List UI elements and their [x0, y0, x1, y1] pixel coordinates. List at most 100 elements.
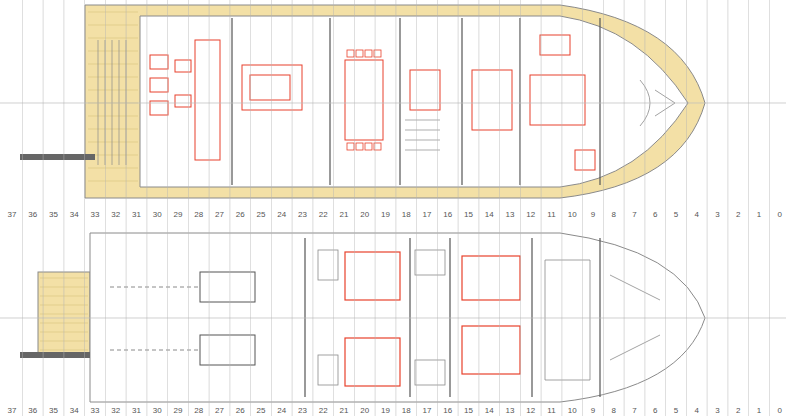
frame-number: 3: [714, 210, 720, 219]
teak-line: [88, 90, 138, 91]
frame-number-holder: 7: [631, 399, 637, 416]
frame-number: 34: [69, 406, 80, 415]
frame-number: 11: [546, 210, 556, 219]
frame-number: 21: [339, 210, 350, 219]
frame-number: 24: [276, 210, 287, 219]
teak-line: [88, 116, 138, 117]
frame-line: [499, 0, 500, 416]
frame-number: 26: [235, 210, 246, 219]
bulkhead: [399, 18, 400, 185]
frame-number-holder: 32: [110, 203, 121, 221]
frame-number-holder: 6: [652, 203, 658, 221]
frame-line: [686, 0, 687, 416]
frame-number: 4: [694, 210, 700, 219]
frame-line: [312, 0, 313, 416]
teak-line: [88, 155, 138, 156]
frame-number: 8: [611, 210, 617, 219]
frame-number-holder: 1: [756, 203, 762, 221]
frame-number: 4: [694, 406, 700, 415]
frame-line: [43, 0, 44, 416]
frame-number-holder: 30: [152, 203, 163, 221]
frame-number-holder: 20: [359, 399, 370, 416]
frame-number: 28: [193, 406, 204, 415]
frame-number-holder: 36: [27, 399, 38, 416]
furniture: [150, 78, 168, 92]
frame-number: 1: [756, 210, 762, 219]
frame-number-holder: 23: [297, 203, 308, 221]
frame-number-holder: 18: [401, 203, 412, 221]
shaft-line: [110, 287, 200, 350]
frame-line: [603, 0, 604, 416]
frame-number: 37: [7, 406, 18, 415]
hull-outline: [85, 5, 705, 198]
frame-number: 14: [484, 406, 495, 415]
frame-number-holder: 2: [735, 399, 741, 416]
bathroom: [415, 250, 445, 275]
frame-number-holder: 10: [567, 203, 578, 221]
frame-number-holder: 11: [546, 399, 556, 416]
frame-number: 9: [590, 210, 596, 219]
dining-chair: [347, 143, 354, 150]
frame-line: [769, 0, 770, 416]
frame-number: 20: [359, 210, 370, 219]
frame-number-holder: 18: [401, 399, 412, 416]
furniture: [195, 40, 220, 160]
frame-number-holder: 17: [422, 399, 433, 416]
frame-line: [707, 0, 708, 416]
frame-number: 11: [546, 406, 556, 415]
furniture: [472, 70, 512, 130]
frame-number: 10: [567, 210, 578, 219]
frame-number-holder: 33: [90, 203, 101, 221]
frame-number-holder: 12: [525, 399, 536, 416]
frame-number-holder: 4: [694, 399, 700, 416]
frame-number: 0: [777, 406, 783, 415]
frame-number-holder: 1: [756, 399, 762, 416]
frame-number-holder: 34: [69, 203, 80, 221]
frame-number: 26: [235, 406, 246, 415]
frame-line: [146, 0, 147, 416]
frame-number: 9: [590, 406, 596, 415]
engine: [200, 272, 255, 302]
furniture: [530, 75, 585, 125]
frame-number: 5: [673, 406, 679, 415]
frame-number: 18: [401, 406, 412, 415]
frame-number-holder: 14: [484, 399, 495, 416]
frame-number: 31: [131, 210, 142, 219]
teak-line: [88, 64, 138, 65]
frame-number-holder: 21: [339, 399, 350, 416]
frame-number: 22: [318, 210, 329, 219]
frame-number: 18: [401, 210, 412, 219]
frame-number: 16: [442, 406, 453, 415]
frame-number: 2: [735, 210, 741, 219]
centerline: [0, 103, 786, 104]
frame-number: 37: [7, 210, 18, 219]
teak-line: [88, 181, 138, 182]
hull-outline: [90, 233, 705, 402]
frame-number: 36: [27, 210, 38, 219]
frame-number: 32: [110, 406, 121, 415]
teak-line: [88, 129, 138, 130]
bathroom: [318, 250, 338, 280]
frame-number: 5: [673, 210, 679, 219]
dining-chair: [347, 50, 354, 57]
frame-line: [333, 0, 334, 416]
frame-number-holder: 22: [318, 203, 329, 221]
frame-line: [727, 0, 728, 416]
frame-number-holder: 4: [694, 203, 700, 221]
frame-number-holder: 29: [173, 399, 184, 416]
bulkhead: [449, 238, 450, 397]
frame-number-holder: 33: [90, 399, 101, 416]
bulkhead: [304, 238, 305, 397]
frame-number: 7: [631, 406, 637, 415]
frame-number-holder: 19: [380, 203, 391, 221]
frame-number-holder: 15: [463, 399, 474, 416]
frame-number-holder: 0: [777, 203, 783, 221]
frame-line: [126, 0, 127, 416]
frame-number: 14: [484, 210, 495, 219]
frame-line: [541, 0, 542, 416]
frame-line: [748, 0, 749, 416]
frame-line: [63, 0, 64, 416]
teak-line: [88, 51, 138, 52]
frame-number-holder: 14: [484, 203, 495, 221]
